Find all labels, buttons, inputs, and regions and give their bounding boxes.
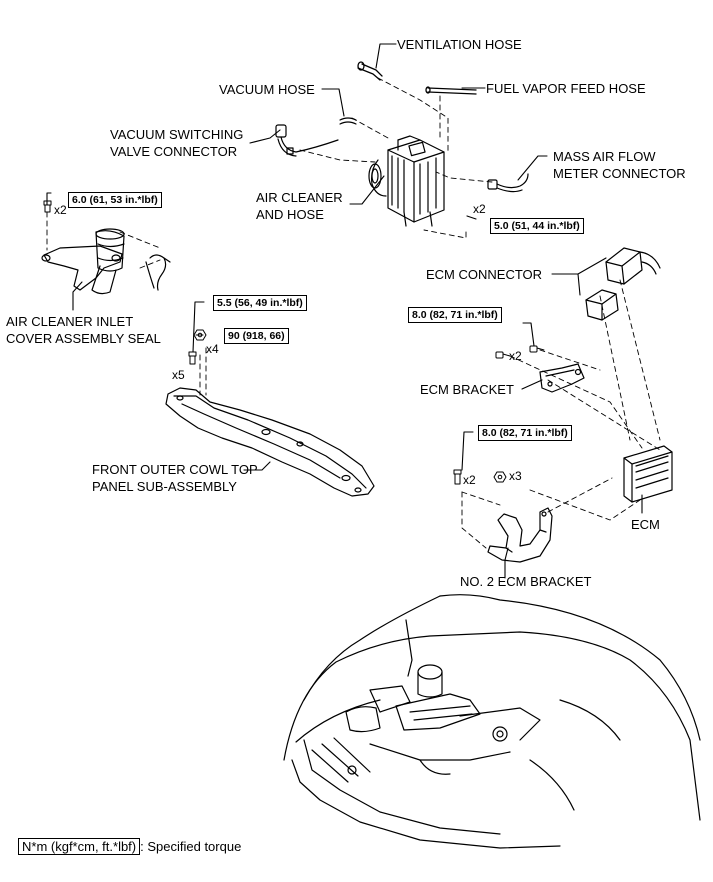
label-ecm-connector: ECM CONNECTOR (426, 267, 543, 282)
label-no2-ecm-bracket: NO. 2 ECM BRACKET (460, 574, 592, 589)
ecm-connector-part (585, 247, 661, 321)
label-inlet-cover-line2: COVER ASSEMBLY SEAL (6, 331, 161, 346)
label-ventilation-hose: VENTILATION HOSE (397, 37, 522, 52)
no2-ecm-bracket-part (487, 507, 553, 563)
inlet-cover-bolt (43, 200, 52, 213)
air-cleaner-part (368, 135, 445, 227)
cowl-bolt (188, 351, 197, 365)
vehicle-illustration (283, 594, 701, 849)
label-vsv-connector-line1: VACUUM SWITCHING (110, 127, 244, 142)
label-vacuum-hose: VACUUM HOSE (219, 82, 315, 97)
qty-ecm-bracket-bolt: x2 (509, 349, 522, 363)
legend-unit-box: N*m (kgf*cm, ft.*lbf) (18, 838, 141, 855)
label-cowl-panel-line2: PANEL SUB-ASSEMBLY (92, 479, 237, 494)
label-air-cleaner-line1: AIR CLEANER (256, 190, 343, 205)
label-air-cleaner-line2: AND HOSE (256, 207, 324, 222)
qty-inlet-cover-bolt: x2 (54, 203, 67, 217)
torque-cowl-bolt: 5.5 (56, 49 in.*lbf) (213, 295, 307, 311)
torque-no2-ecm-bracket-bolt: 8.0 (82, 71 in.*lbf) (478, 425, 572, 441)
qty-cowl-nut: x4 (206, 342, 219, 356)
legend-description: : Specified torque (140, 839, 242, 854)
ecm-bracket-bolt (495, 345, 545, 359)
label-cowl-panel-line1: FRONT OUTER COWL TOP (92, 462, 258, 477)
torque-ecm-bracket-bolt: 8.0 (82, 71 in.*lbf) (408, 307, 502, 323)
ventilation-hose-part (357, 61, 383, 81)
torque-air-cleaner-bolt: 5.0 (51, 44 in.*lbf) (490, 218, 584, 234)
label-fuel-vapor-feed-hose: FUEL VAPOR FEED HOSE (486, 81, 646, 96)
qty-air-cleaner-bolt: x2 (473, 202, 486, 216)
inlet-cover-assembly-part (41, 228, 171, 295)
fuel-vapor-feed-hose-part (425, 86, 477, 95)
no2-ecm-bracket-fasteners (453, 469, 507, 485)
torque-legend: N*m (kgf*cm, ft.*lbf): Specified torque (18, 838, 241, 855)
cowl-top-panel-part (165, 387, 375, 497)
label-inlet-cover-line1: AIR CLEANER INLET (6, 314, 134, 329)
label-vsv-connector-line2: VALVE CONNECTOR (110, 144, 238, 159)
leader-lines (46, 43, 643, 579)
maf-connector-part (487, 173, 529, 193)
label-maf-connector-line1: MASS AIR FLOW (553, 149, 656, 164)
cowl-nut (193, 329, 207, 341)
ecm-bracket-part (539, 363, 585, 393)
vsv-connector-part (275, 124, 339, 157)
torque-inlet-cover-bolt: 6.0 (61, 53 in.*lbf) (68, 192, 162, 208)
torque-cowl-nut: 90 (918, 66) (224, 328, 289, 344)
qty-cowl-bolt: x5 (172, 368, 185, 382)
label-maf-connector-line2: METER CONNECTOR (553, 166, 686, 181)
ecm-unit-part (623, 445, 673, 503)
label-ecm: ECM (631, 517, 660, 532)
qty-no2-ecm-bracket-nut: x3 (509, 469, 522, 483)
label-ecm-bracket: ECM BRACKET (420, 382, 514, 397)
vacuum-hose-part (339, 117, 357, 125)
qty-no2-ecm-bracket-bolt: x2 (463, 473, 476, 487)
